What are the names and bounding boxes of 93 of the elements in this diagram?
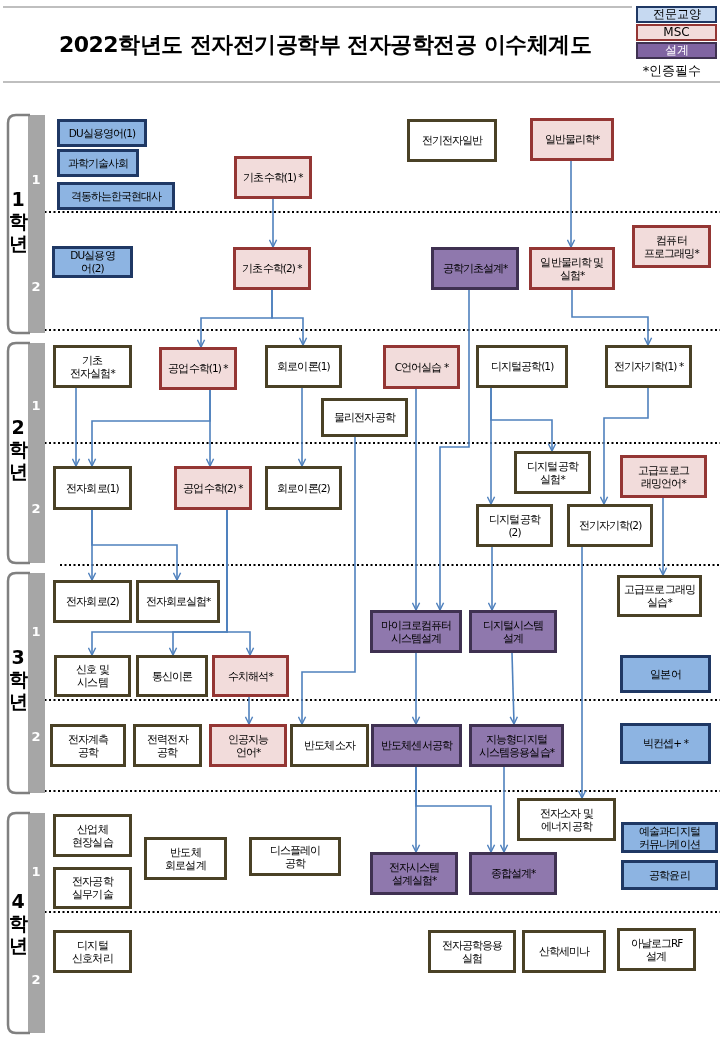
semester-number: 1 <box>30 397 42 415</box>
arrow <box>487 546 497 611</box>
arrow <box>599 387 649 505</box>
course-box: 공업수학(1) * <box>159 347 237 390</box>
year-label: 3학년 <box>9 646 27 712</box>
course-box: 예술과디지털 커뮤니케이션 <box>621 822 718 853</box>
note-text: *인증필수 <box>641 62 703 80</box>
arrow <box>205 389 215 467</box>
arrow <box>415 766 496 853</box>
semester-number: 2 <box>30 500 42 518</box>
course-box: 마이크로컴퓨터 시스템설계 <box>370 610 462 653</box>
year-label: 2학년 <box>9 416 27 482</box>
arrow <box>499 766 509 853</box>
semester-number: 1 <box>30 171 42 189</box>
arrow <box>71 387 81 467</box>
course-box: 컴퓨터 프로그래밍* <box>632 225 711 268</box>
arrow <box>577 546 587 799</box>
arrow <box>91 509 182 581</box>
semester-number: 1 <box>30 863 42 881</box>
course-box: 전자공학응용 실험 <box>428 930 516 973</box>
course-box: 반도체 회로설계 <box>144 837 227 880</box>
course-box: 반도체센서공학 <box>371 724 462 767</box>
legend-swatch: 설계 <box>636 42 717 59</box>
course-box: 회로이론(1) <box>265 345 342 388</box>
course-box: 통신이론 <box>136 655 208 697</box>
course-box: 회로이론(2) <box>265 466 342 510</box>
course-box: 기초 전자실험* <box>53 345 132 388</box>
course-box: 산업체 현장실습 <box>53 814 132 857</box>
course-box: 디지털 신호처리 <box>53 930 132 973</box>
course-box: 일반물리학 및 실험* <box>529 247 615 290</box>
course-box: 전기전자일반 <box>407 119 497 162</box>
course-box: 인공지능 언어* <box>209 724 287 767</box>
course-box: 전자시스템 설계실험* <box>370 852 458 895</box>
course-box: 디지털공학(1) <box>476 345 568 388</box>
year-label: 4학년 <box>9 890 27 956</box>
semester-number: 2 <box>30 278 42 296</box>
course-box: 공학기초설계* <box>431 247 519 290</box>
course-box: 산학세미나 <box>522 930 606 973</box>
course-box: 전기자기학(2) <box>567 504 653 547</box>
arrow <box>297 387 307 467</box>
course-box: 고급프로그래밍 실습* <box>617 575 702 617</box>
course-box: DU실용영어(2) <box>52 246 133 278</box>
course-box: 디지털공학 실험* <box>514 451 591 494</box>
year-label: 1학년 <box>9 188 27 254</box>
semester-number: 2 <box>30 971 42 989</box>
course-box: 고급프로그래밍언어* <box>620 455 707 498</box>
course-box: 전자회로(2) <box>53 580 132 623</box>
course-box: 물리전자공학 <box>321 398 408 437</box>
course-box: 지능형디지털 시스템응용실습* <box>469 724 564 767</box>
arrow <box>658 497 668 576</box>
arrow <box>268 198 278 248</box>
course-box: DU실용영어(1) <box>57 119 147 147</box>
arrow <box>271 289 308 346</box>
course-box: 과학기술사회 <box>57 149 139 177</box>
course-box: C언어실습 * <box>383 345 460 389</box>
course-box: 기초수학(2) * <box>233 247 311 290</box>
course-box: 반도체소자 <box>290 724 369 767</box>
course-box: 디지털공학(2) <box>476 504 553 547</box>
course-box: 기초수학(1) * <box>234 156 312 199</box>
arrow <box>226 509 255 656</box>
arrow <box>509 652 519 725</box>
course-box: 전자소자 및 에너지공학 <box>517 798 616 841</box>
course-box: 빅컨셉+ * <box>620 723 711 764</box>
arrow <box>566 160 576 248</box>
arrow <box>411 652 421 725</box>
arrow <box>297 436 356 725</box>
course-box: 일본어 <box>620 655 711 693</box>
course-box: 종합설계* <box>469 852 557 895</box>
course-box: 아날로그RF 설계 <box>617 928 696 971</box>
course-box: 전자회로(1) <box>53 466 132 510</box>
arrow <box>571 289 653 346</box>
course-box: 디지털시스템 설계 <box>469 610 557 653</box>
course-box: 전자공학 실무기술 <box>53 867 132 909</box>
course-box: 공업수학(2) * <box>174 466 252 510</box>
arrow <box>411 388 421 611</box>
course-box: 전력전자 공학 <box>133 724 202 767</box>
course-box: 수치해석* <box>212 655 289 697</box>
legend-swatch: 전문교양 <box>636 6 717 23</box>
course-box: 일반물리학* <box>530 118 614 161</box>
course-box: 디스플레이 공학 <box>249 837 341 876</box>
title: 2022학년도 전자전기공학부 전자공학전공 이수체계도 <box>57 31 593 59</box>
course-box: 공학윤리 <box>621 860 718 890</box>
course-box: 격동하는한국현대사 <box>57 182 175 210</box>
arrow <box>244 696 254 725</box>
course-box: 신호 및 시스템 <box>54 655 131 697</box>
course-box: 전기자기학(1) * <box>605 345 692 388</box>
course-box: 전자회로실험* <box>136 580 220 623</box>
arrow <box>435 289 470 611</box>
legend-swatch: MSC <box>636 24 717 41</box>
arrow <box>486 387 496 505</box>
semester-number: 2 <box>30 728 42 746</box>
semester-number: 1 <box>30 623 42 641</box>
course-box: 전자계측 공학 <box>50 724 126 767</box>
